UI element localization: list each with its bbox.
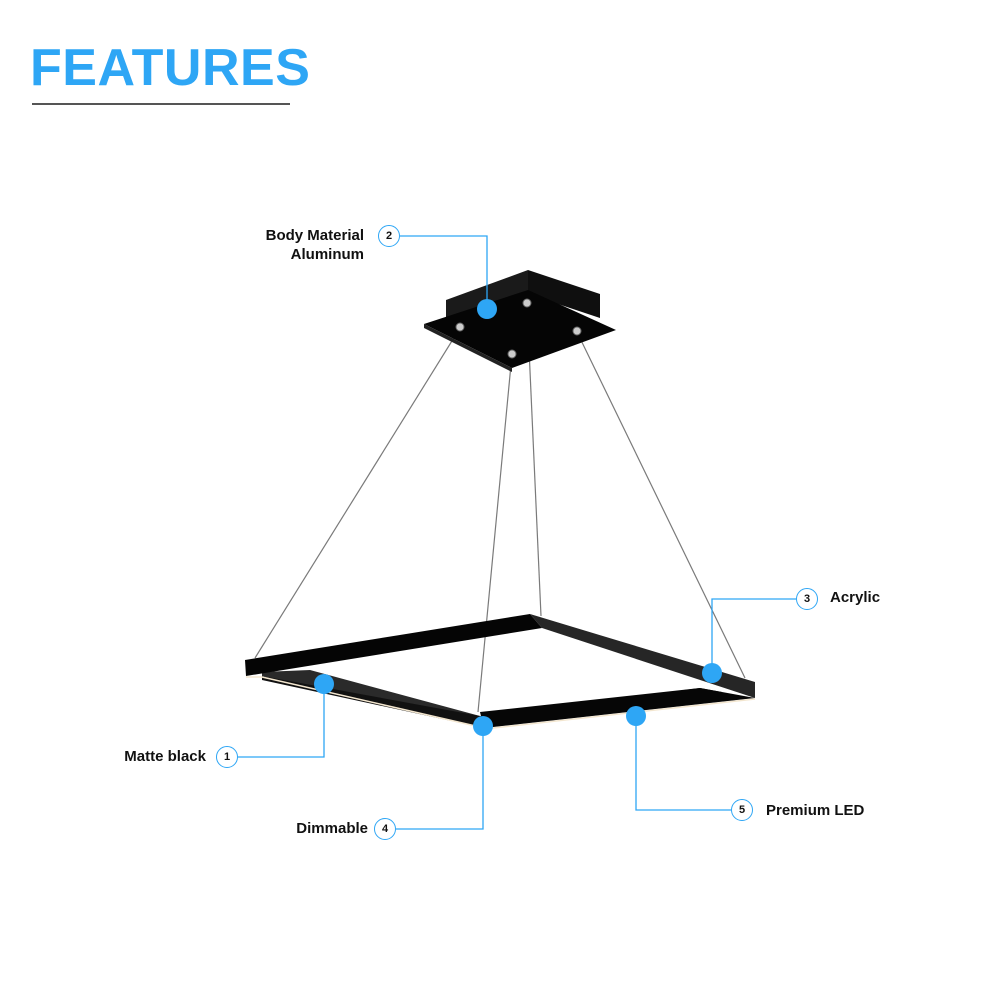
callout-badge-3: 3: [796, 588, 818, 610]
callout-dot-2: [477, 299, 497, 319]
title-underline: [32, 103, 290, 105]
callout-dot-4: [473, 716, 493, 736]
callout-label-acrylic: Acrylic: [830, 589, 881, 606]
callout-dot-1: [314, 674, 334, 694]
callout-badge-2: 2: [378, 225, 400, 247]
callout-label-premium-led: Premium LED: [766, 802, 865, 819]
page-title: FEATURES: [30, 39, 311, 97]
callout-badge-1: 1: [216, 746, 238, 768]
callout-badge-5: 5: [731, 799, 753, 821]
square-ring-fixture: [245, 614, 756, 730]
callout-badge-4: 4: [374, 818, 396, 840]
callout-label-dimmable: Dimmable: [296, 820, 368, 837]
callout-dot-5: [626, 706, 646, 726]
callout-dots: [314, 299, 722, 736]
callout-dot-3: [702, 663, 722, 683]
callout-leaders: [238, 235, 796, 830]
ceiling-canopy: [424, 270, 616, 372]
callout-label-aluminum: Aluminum: [290, 246, 364, 263]
callout-label-body-material: Body Material: [265, 227, 364, 244]
callout-label-matte-black: Matte black: [124, 748, 206, 765]
